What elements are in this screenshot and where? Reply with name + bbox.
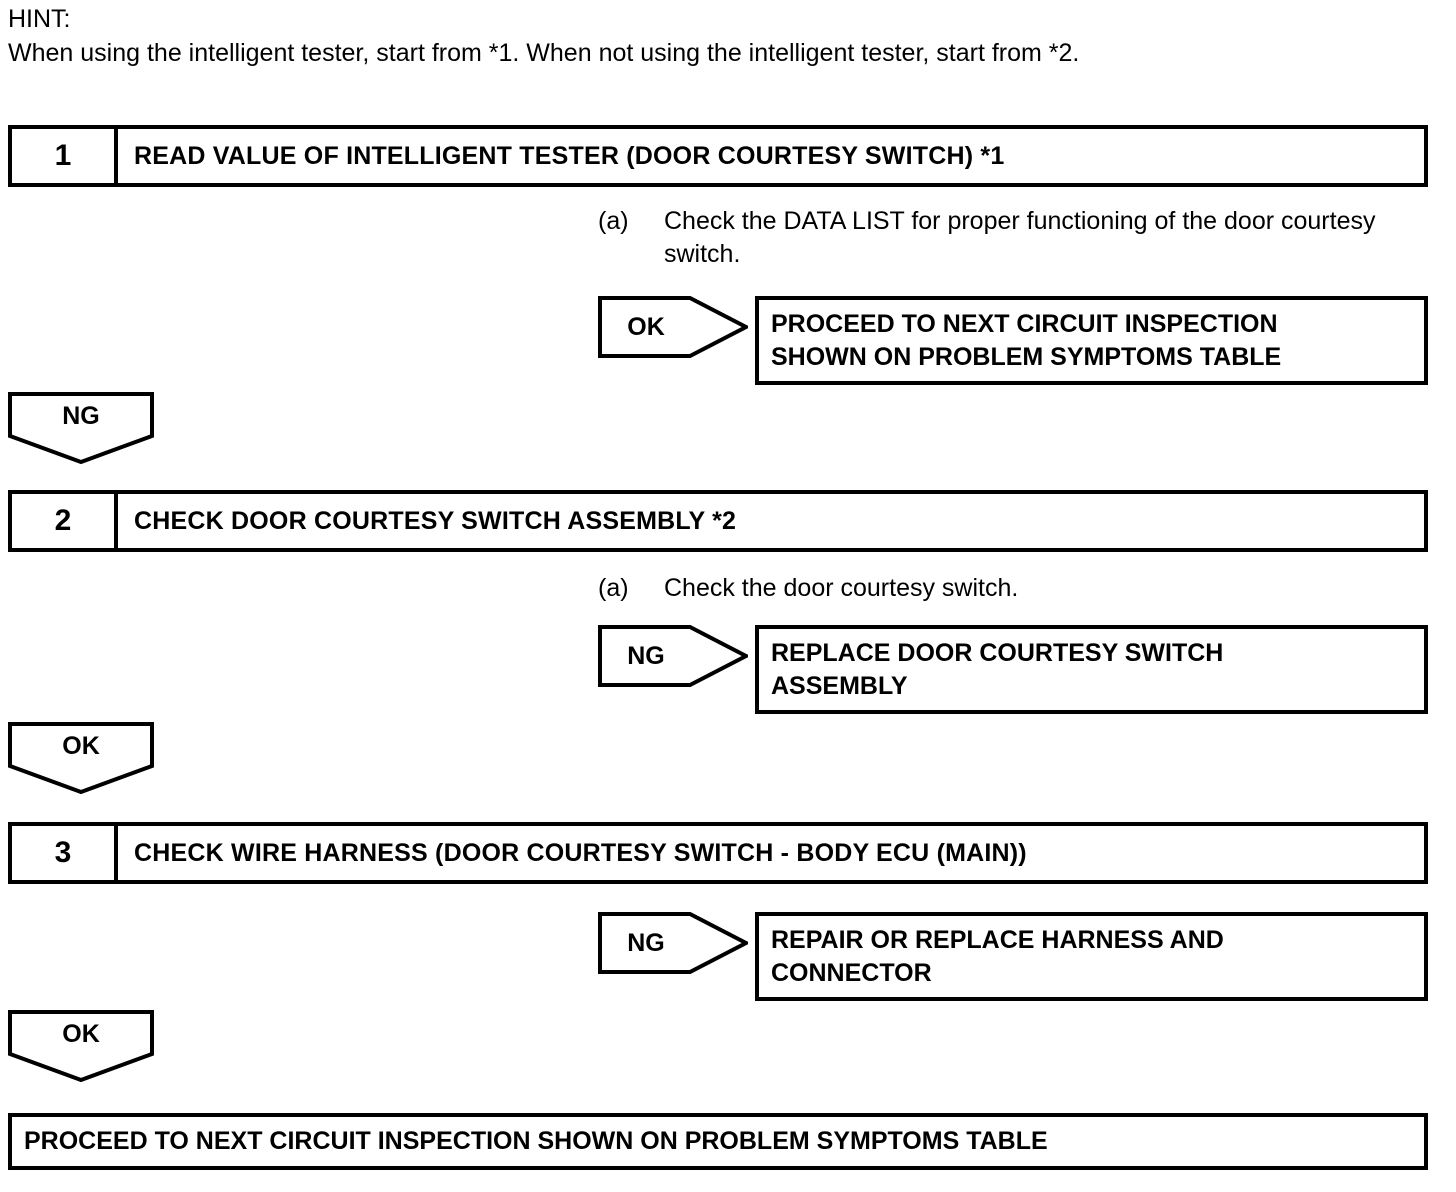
judgement-chevron-ok-step-3[interactable]: OK: [8, 1010, 154, 1082]
hint-text: When using the intelligent tester, start…: [8, 39, 1080, 67]
result-box-step-3-line1: REPAIR OR REPLACE HARNESS AND: [771, 925, 1224, 954]
judgement-label-ok-step-2: OK: [62, 731, 100, 760]
judgement-arrow-ng-step-2[interactable]: NG: [598, 625, 748, 687]
step-1-procedure: (a) Check the DATA LIST for proper funct…: [598, 205, 1428, 271]
step-box-1[interactable]: 1 READ VALUE OF INTELLIGENT TESTER (DOOR…: [8, 125, 1428, 187]
step-2-procedure-text: Check the door courtesy switch.: [664, 574, 1019, 602]
judgement-chevron-ok-step-2[interactable]: OK: [8, 722, 154, 794]
step-1-procedure-text: Check the DATA LIST for proper functioni…: [664, 207, 1376, 268]
step-number-1: 1: [12, 129, 118, 183]
judgement-arrow-ok-step-1[interactable]: OK: [598, 296, 748, 358]
step-number-3: 3: [12, 826, 118, 880]
judgement-label-ok-step-1: OK: [627, 312, 665, 341]
result-box-step-1-line1: PROCEED TO NEXT CIRCUIT INSPECTION: [771, 309, 1278, 338]
result-box-step-3-line2: CONNECTOR: [771, 958, 932, 987]
step-2-procedure-marker: (a): [598, 574, 629, 602]
step-1-procedure-marker: (a): [598, 207, 629, 235]
step-title-2: CHECK DOOR COURTESY SWITCH ASSEMBLY *2: [134, 506, 737, 535]
judgement-label-ok-step-3: OK: [62, 1019, 100, 1048]
result-box-step-2[interactable]: REPLACE DOOR COURTESY SWITCH ASSEMBLY: [755, 625, 1428, 714]
hint-label: HINT:: [8, 5, 71, 33]
judgement-label-ng-step-3: NG: [627, 928, 665, 957]
result-box-step-2-line1: REPLACE DOOR COURTESY SWITCH: [771, 638, 1224, 667]
step-title-1: READ VALUE OF INTELLIGENT TESTER (DOOR C…: [134, 141, 1005, 170]
step-box-2[interactable]: 2 CHECK DOOR COURTESY SWITCH ASSEMBLY *2: [8, 490, 1428, 552]
result-box-step-3[interactable]: REPAIR OR REPLACE HARNESS AND CONNECTOR: [755, 912, 1428, 1001]
final-result-box[interactable]: PROCEED TO NEXT CIRCUIT INSPECTION SHOWN…: [8, 1113, 1428, 1170]
judgement-label-ng-step-1: NG: [62, 401, 100, 430]
step-box-3[interactable]: 3 CHECK WIRE HARNESS (DOOR COURTESY SWIT…: [8, 822, 1428, 884]
judgement-label-ng-step-2: NG: [627, 641, 665, 670]
hint-block: HINT: When using the intelligent tester,…: [8, 2, 1408, 70]
judgement-arrow-ng-step-3[interactable]: NG: [598, 912, 748, 974]
final-result-text: PROCEED TO NEXT CIRCUIT INSPECTION SHOWN…: [24, 1127, 1048, 1155]
step-title-3: CHECK WIRE HARNESS (DOOR COURTESY SWITCH…: [134, 838, 1027, 867]
result-box-step-2-line2: ASSEMBLY: [771, 671, 908, 700]
result-box-step-1[interactable]: PROCEED TO NEXT CIRCUIT INSPECTION SHOWN…: [755, 296, 1428, 385]
step-number-2: 2: [12, 494, 118, 548]
step-2-procedure: (a) Check the door courtesy switch.: [598, 572, 1428, 605]
result-box-step-1-line2: SHOWN ON PROBLEM SYMPTOMS TABLE: [771, 342, 1282, 371]
judgement-chevron-ng-step-1[interactable]: NG: [8, 392, 154, 464]
